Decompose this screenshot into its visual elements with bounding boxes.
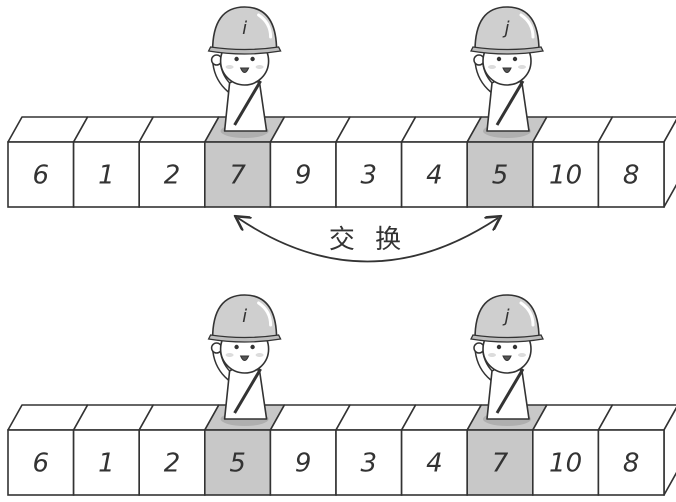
array-cell — [269, 429, 337, 496]
array-cell — [335, 429, 403, 496]
pointer-character: i — [207, 294, 282, 426]
pointer-character: j — [470, 6, 544, 138]
cell-value: 1 — [98, 449, 115, 479]
pointer-label: j — [501, 18, 509, 39]
blush-icon — [488, 353, 496, 357]
highlighted-cell — [466, 429, 534, 496]
highlighted-cell — [204, 141, 272, 208]
array-cell — [400, 429, 469, 496]
pointer-label: i — [242, 306, 247, 327]
character-sash — [495, 80, 525, 126]
cell-value: 7 — [229, 161, 246, 191]
blush-icon — [225, 65, 234, 69]
array-cell — [597, 429, 665, 496]
cell-value: 9 — [295, 449, 312, 479]
blush-icon — [225, 353, 234, 357]
eye-icon — [512, 344, 518, 350]
eye-icon — [512, 56, 518, 62]
character-sash — [233, 80, 262, 126]
blush-icon — [518, 65, 526, 69]
cell-value: 2 — [164, 161, 181, 191]
array-cell — [72, 141, 140, 208]
array-cell — [531, 141, 600, 208]
pointer-character: j — [470, 294, 544, 426]
array-cell — [400, 141, 469, 208]
mouth-icon — [239, 67, 250, 73]
helmet-brim — [470, 334, 544, 343]
cell-value: 2 — [164, 449, 181, 479]
cell-value: 10 — [549, 449, 582, 479]
cell-value: 3 — [361, 161, 378, 191]
array-cell — [138, 429, 206, 496]
cell-value: 6 — [33, 449, 50, 479]
cell-value: 5 — [492, 161, 509, 191]
cell-value: 7 — [492, 449, 509, 479]
swap-label: 交 换 — [329, 225, 407, 255]
cell-value: 9 — [295, 161, 312, 191]
eye-icon — [250, 56, 255, 62]
array-cell — [72, 429, 140, 496]
cell-value: 3 — [361, 449, 378, 479]
array-cell — [7, 141, 75, 208]
mouth-icon — [502, 355, 512, 361]
cell-value: 1 — [98, 161, 115, 191]
mouth-icon — [502, 67, 512, 73]
cell-value: 6 — [33, 161, 50, 191]
eye-icon — [496, 56, 502, 62]
character-sash — [233, 368, 262, 414]
pointer-character: i — [207, 6, 282, 138]
array-cell — [531, 429, 600, 496]
cell-value: 10 — [549, 161, 582, 191]
cell-value: 5 — [229, 449, 246, 479]
blush-icon — [518, 353, 526, 357]
helmet-brim — [470, 46, 544, 55]
pointer-label: i — [242, 18, 247, 39]
helmet-brim — [207, 46, 282, 55]
eye-icon — [234, 56, 239, 62]
mouth-icon — [239, 355, 250, 361]
array-cell — [597, 141, 665, 208]
eye-icon — [496, 344, 502, 350]
blush-icon — [255, 65, 264, 69]
blush-icon — [488, 65, 496, 69]
array-cell — [138, 141, 206, 208]
cell-value: 4 — [426, 449, 443, 479]
swap-arrow — [238, 218, 498, 263]
array-cell — [269, 141, 337, 208]
cell-value: 8 — [623, 161, 640, 191]
helmet-brim — [207, 334, 282, 343]
cell-top-face — [597, 404, 676, 431]
cell-top-face — [597, 116, 676, 143]
character-sash — [495, 368, 525, 414]
cell-value: 8 — [623, 449, 640, 479]
array-cell — [335, 141, 403, 208]
cell-value: 4 — [426, 161, 443, 191]
array-row-before: 6 1 2 7 9 3 4 5 10 8 — [7, 116, 676, 208]
swap-indicator: 交 换 — [238, 218, 498, 263]
eye-icon — [234, 344, 239, 350]
array-row-after: 6 1 2 5 9 3 4 7 10 8 — [7, 404, 676, 496]
array-cell — [7, 429, 75, 496]
eye-icon — [250, 344, 255, 350]
pointer-label: j — [501, 306, 509, 327]
blush-icon — [255, 353, 264, 357]
